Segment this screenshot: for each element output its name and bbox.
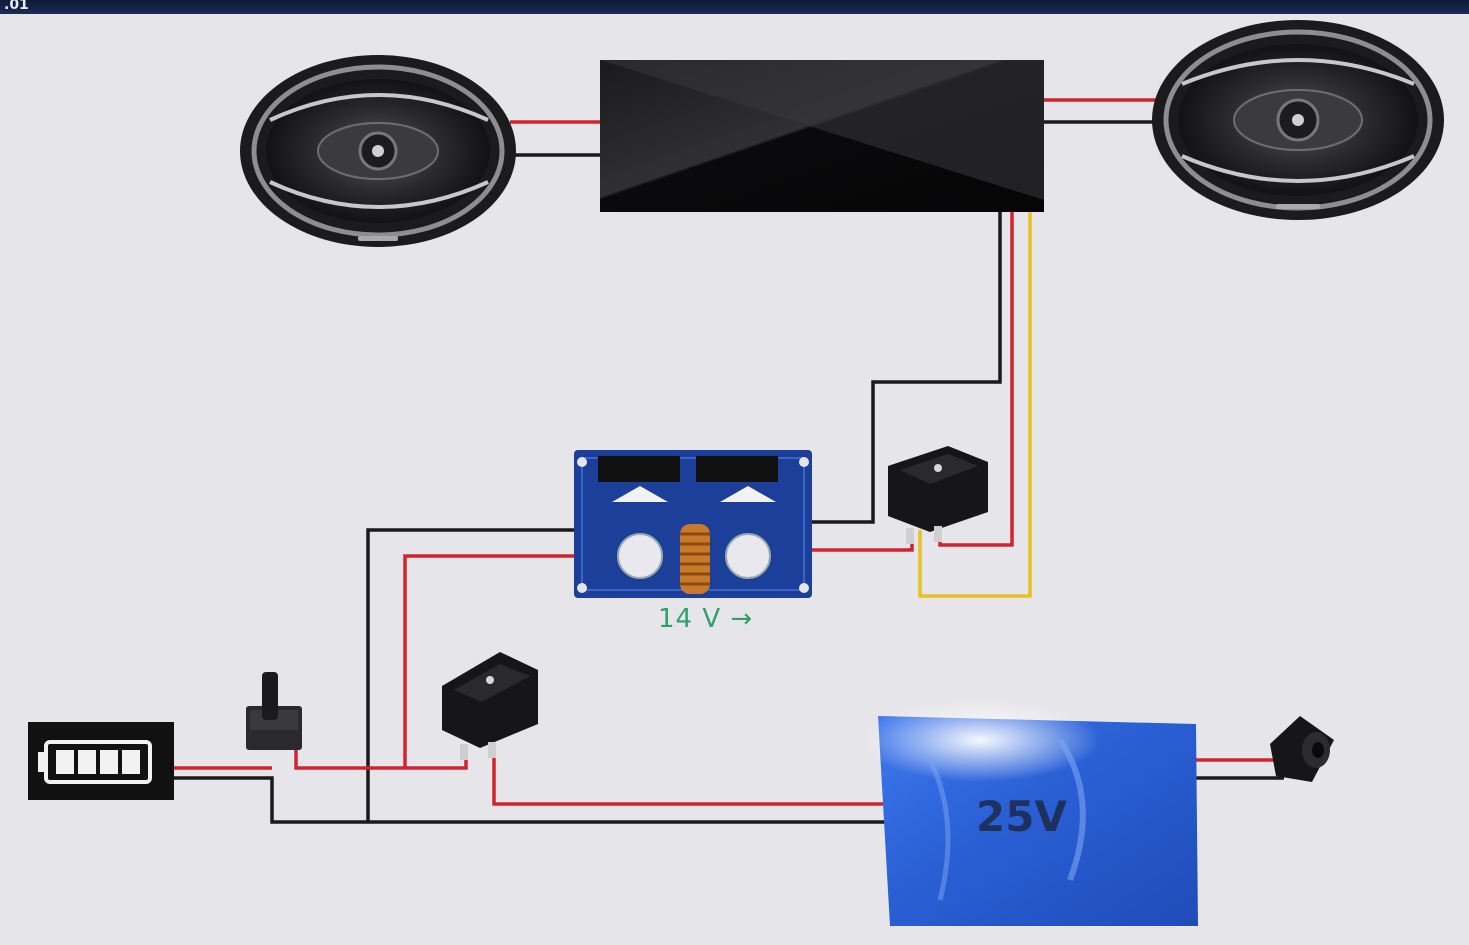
amplifier bbox=[600, 60, 1044, 212]
switch-main bbox=[442, 652, 538, 760]
battery-indicator bbox=[28, 722, 174, 800]
wire-indicator-negative bbox=[172, 776, 888, 824]
wire-converter-out-positive bbox=[812, 530, 914, 552]
speaker-left bbox=[240, 55, 516, 247]
buck-converter bbox=[574, 450, 812, 598]
window-title: .01 bbox=[4, 0, 29, 13]
wire-button-to-switch bbox=[294, 748, 468, 770]
wire-amp-ground bbox=[812, 202, 1002, 524]
wire-switch-to-battery bbox=[492, 750, 888, 806]
speaker-right bbox=[1152, 20, 1444, 220]
battery-voltage-label: 25V bbox=[976, 792, 1067, 841]
wire-amp-remote bbox=[918, 202, 1032, 598]
battery-pack bbox=[860, 698, 1198, 926]
wire-converter-in-positive bbox=[403, 554, 578, 768]
window-title-bar: .01 bbox=[0, 0, 1469, 14]
charge-port bbox=[1270, 716, 1334, 782]
wire-converter-in-ground bbox=[366, 528, 578, 822]
converter-output-label: 14 V → bbox=[658, 604, 754, 634]
switch-amp bbox=[888, 446, 988, 544]
push-button bbox=[246, 672, 302, 750]
